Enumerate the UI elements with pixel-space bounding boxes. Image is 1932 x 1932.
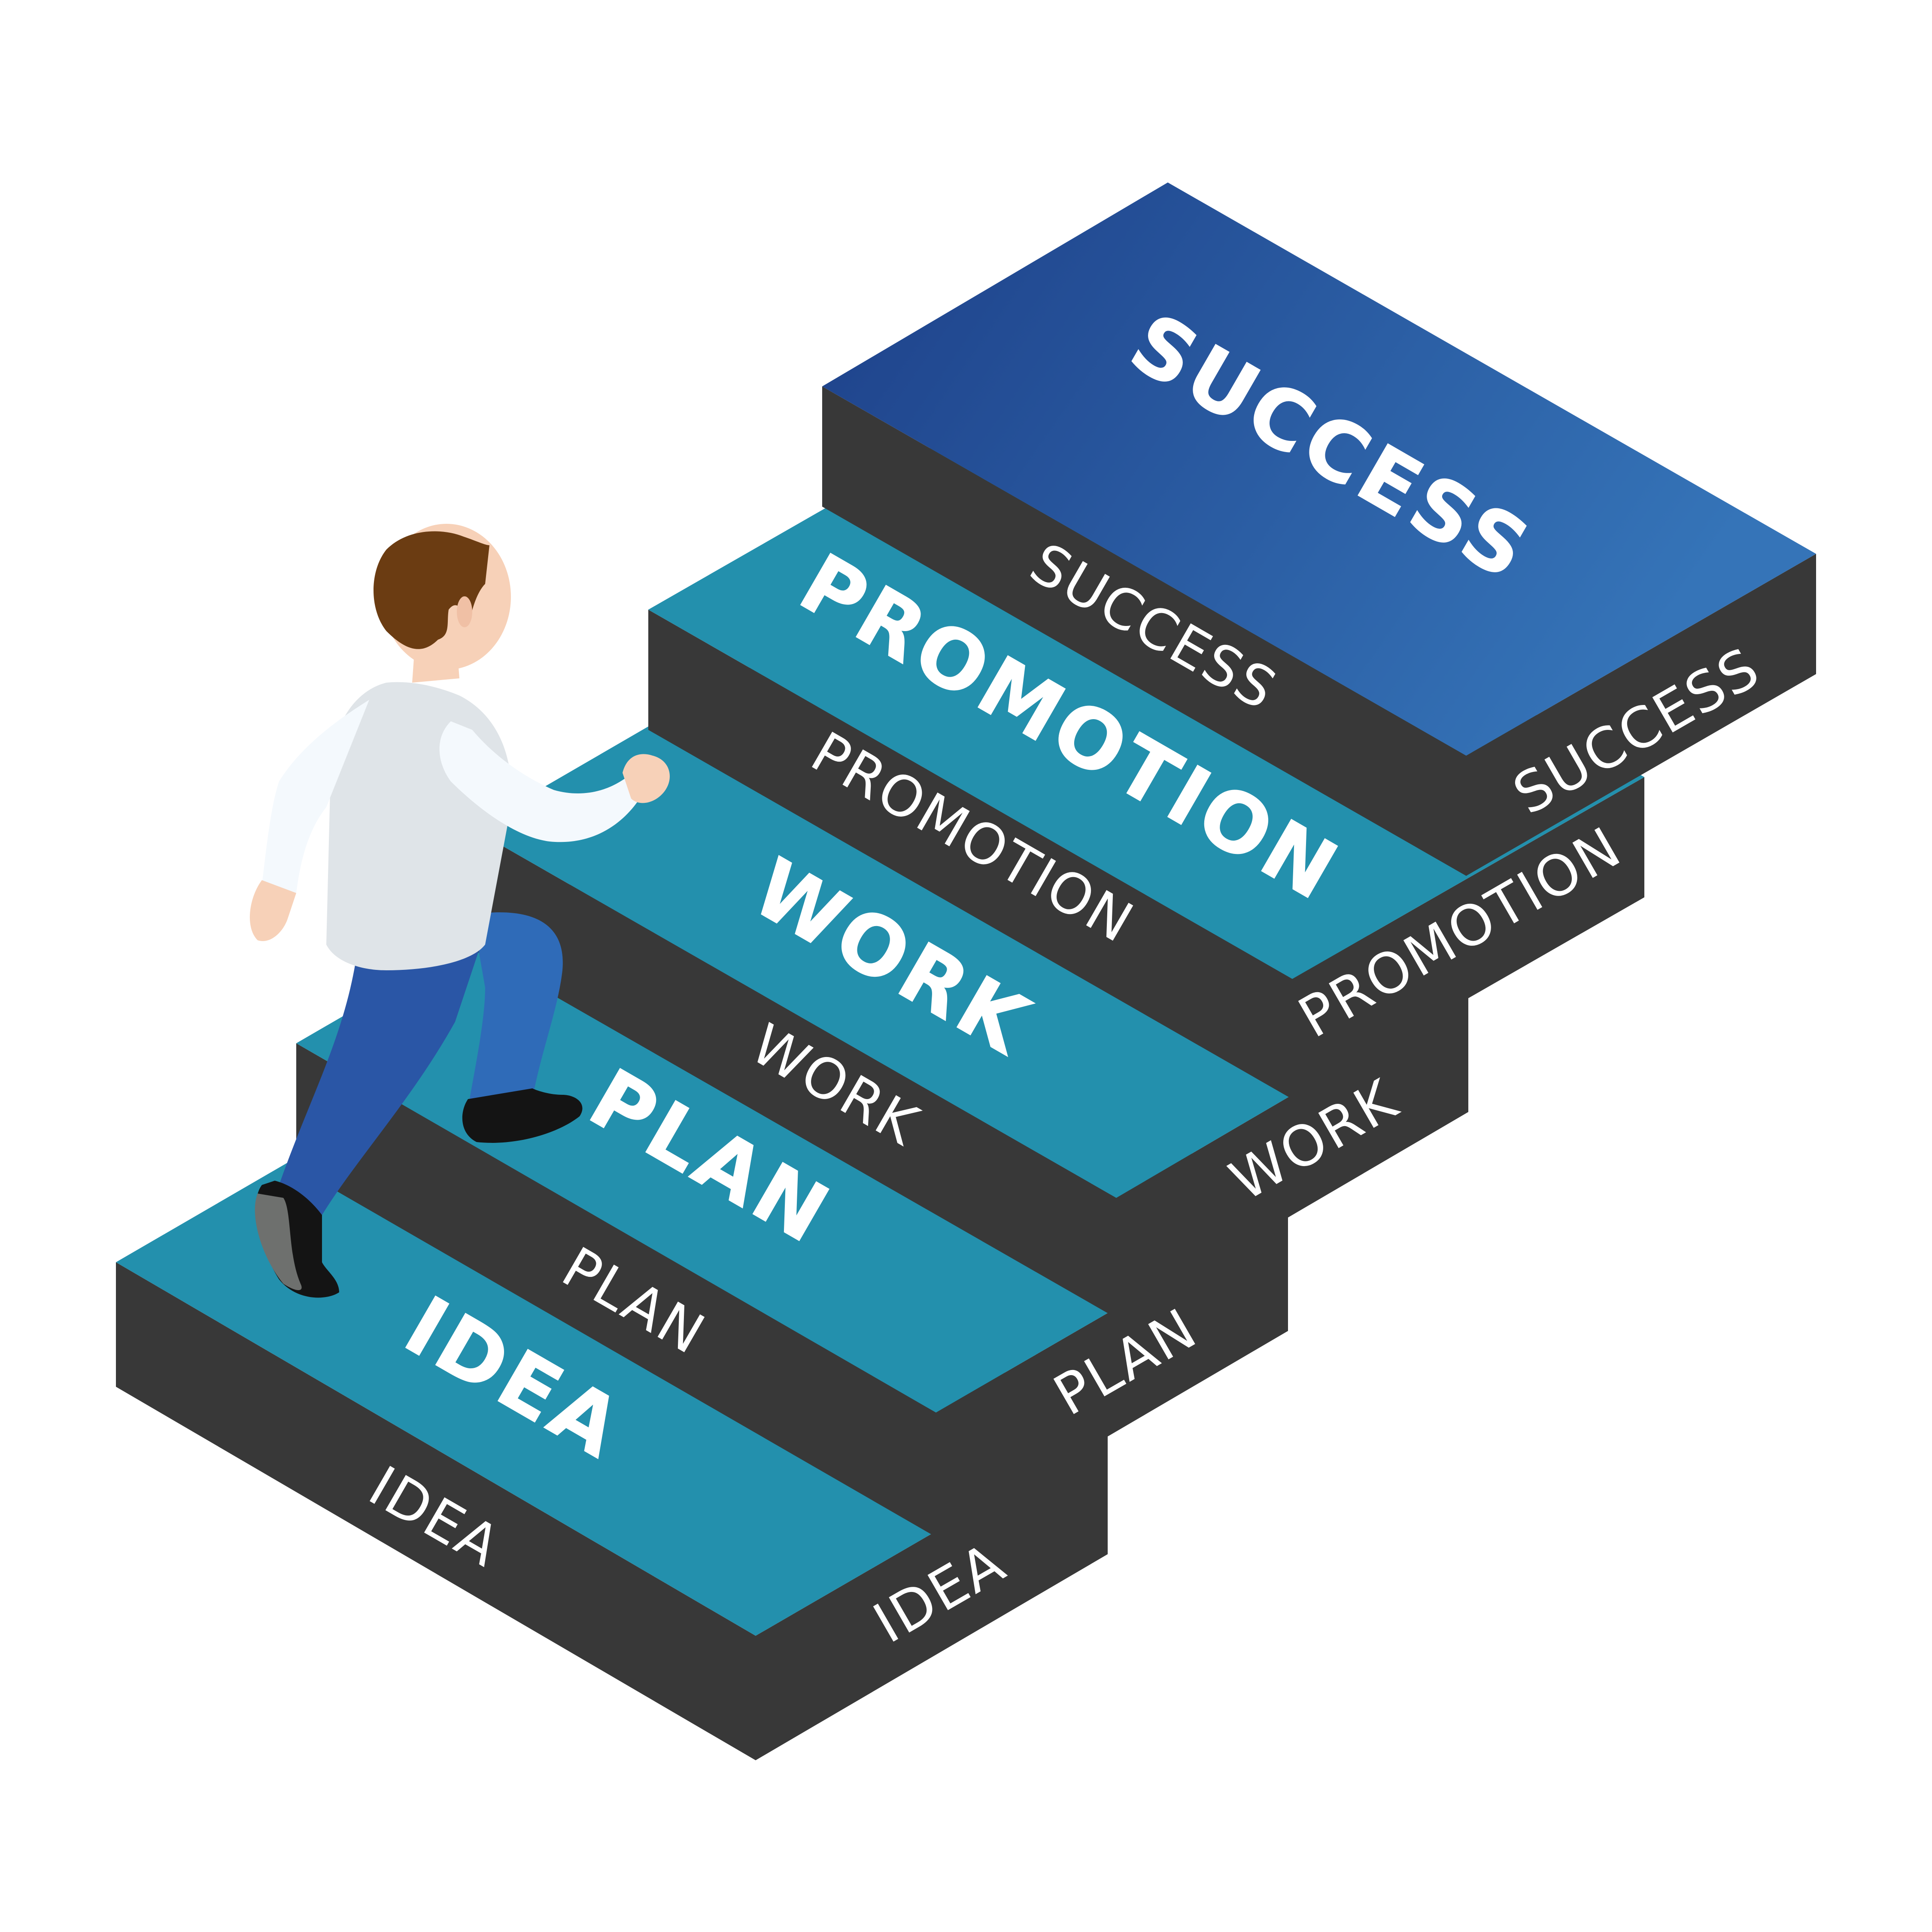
step-promotion-right-side: [1292, 777, 1644, 1099]
step-work-right-side: [1116, 992, 1468, 1318]
step-plan-front-side: [296, 1043, 936, 1537]
step-success-front-side: [822, 386, 1466, 876]
back-leg: [279, 945, 481, 1215]
businessman-figure: [249, 524, 670, 1298]
front-hand: [623, 754, 670, 803]
step-plan-right-side: [936, 1209, 1288, 1537]
back-hand: [249, 880, 296, 941]
back-arm: [262, 700, 369, 893]
step-success-right-side: [1466, 554, 1816, 876]
step-idea-front-side: [116, 1262, 756, 1760]
step-success-top: [822, 182, 1816, 756]
hair: [374, 531, 489, 649]
step-idea-right-side: [756, 1432, 1108, 1760]
front-shoe: [462, 1088, 583, 1143]
ear: [457, 596, 472, 627]
step-promotion-front-side: [648, 610, 1292, 1099]
step-promotion-top: [648, 408, 1644, 979]
step-work-front-side: [472, 829, 1116, 1318]
back-shoe-sole: [255, 1194, 302, 1290]
front-arm: [439, 721, 640, 842]
front-leg: [468, 912, 563, 1108]
